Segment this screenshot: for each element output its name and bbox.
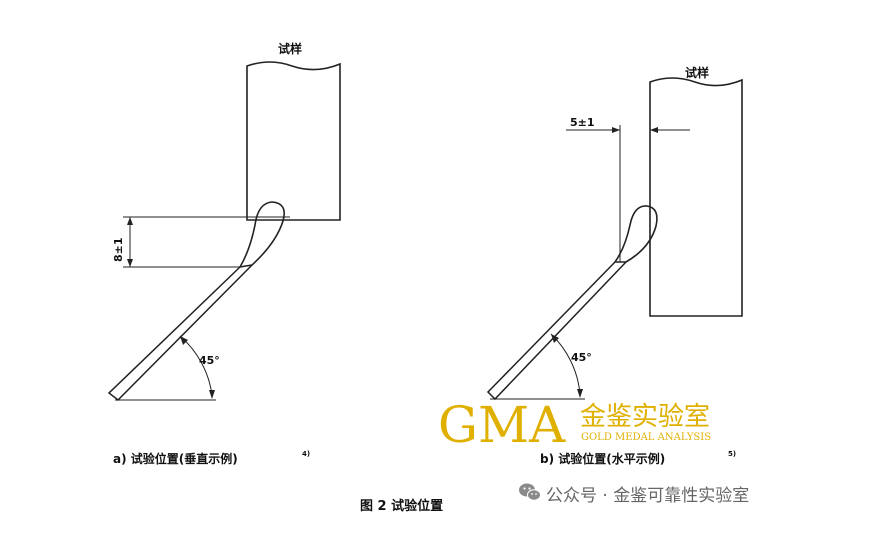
arrowhead-b-left [612,127,620,133]
caption-a: a) 试验位置(垂直示例) [113,451,238,466]
gma-en-name: GOLD MEDAL ANALYSIS [581,432,711,443]
caption-b-note: 5) [728,450,736,458]
gma-logo-text: GMA [438,396,566,454]
gma-watermark: GMA 金鉴实验室 GOLD MEDAL ANALYSIS [438,396,711,454]
specimen-b [649,77,743,317]
dimension-label-b: 5±1 [570,116,595,129]
angle-arrow-a-top [180,336,188,345]
panel-b: 试样 5±1 45° b) 试验位置(水平示例) 5) [486,65,743,466]
panel-a: 试样 8±1 45° a) 试验位置(垂直示例) 4) [107,41,341,466]
angle-arrow-b-top [551,334,559,343]
specimen-label-a: 试样 [278,41,302,56]
wechat-credit-text: 公众号 · 金鉴可靠性实验室 [546,486,749,506]
wechat-icon [519,483,541,501]
rod-a [107,263,255,402]
gma-cn-name: 金鉴实验室 [580,402,710,432]
specimen-label-b: 试样 [685,65,709,80]
angle-label-a: 45° [199,354,220,367]
caption-a-note: 4) [302,450,310,458]
arrowhead-a-down [127,259,133,267]
dimension-label-a: 8±1 [112,237,125,262]
angle-arrow-a-bottom [209,390,215,399]
arrowhead-b-right [650,127,658,133]
arrowhead-a-up [127,217,133,225]
angle-label-b: 45° [571,351,592,364]
figure-title: 图 2 试验位置 [360,498,443,514]
angle-arrow-b-bottom [577,389,583,398]
wire-loop-b [614,205,658,263]
rod-b [486,261,628,401]
specimen-a [246,61,341,221]
caption-b: b) 试验位置(水平示例) [540,451,665,466]
wire-loop-a [239,201,285,268]
wechat-credit: 公众号 · 金鉴可靠性实验室 [519,483,749,506]
angle-arc-b [550,333,581,395]
